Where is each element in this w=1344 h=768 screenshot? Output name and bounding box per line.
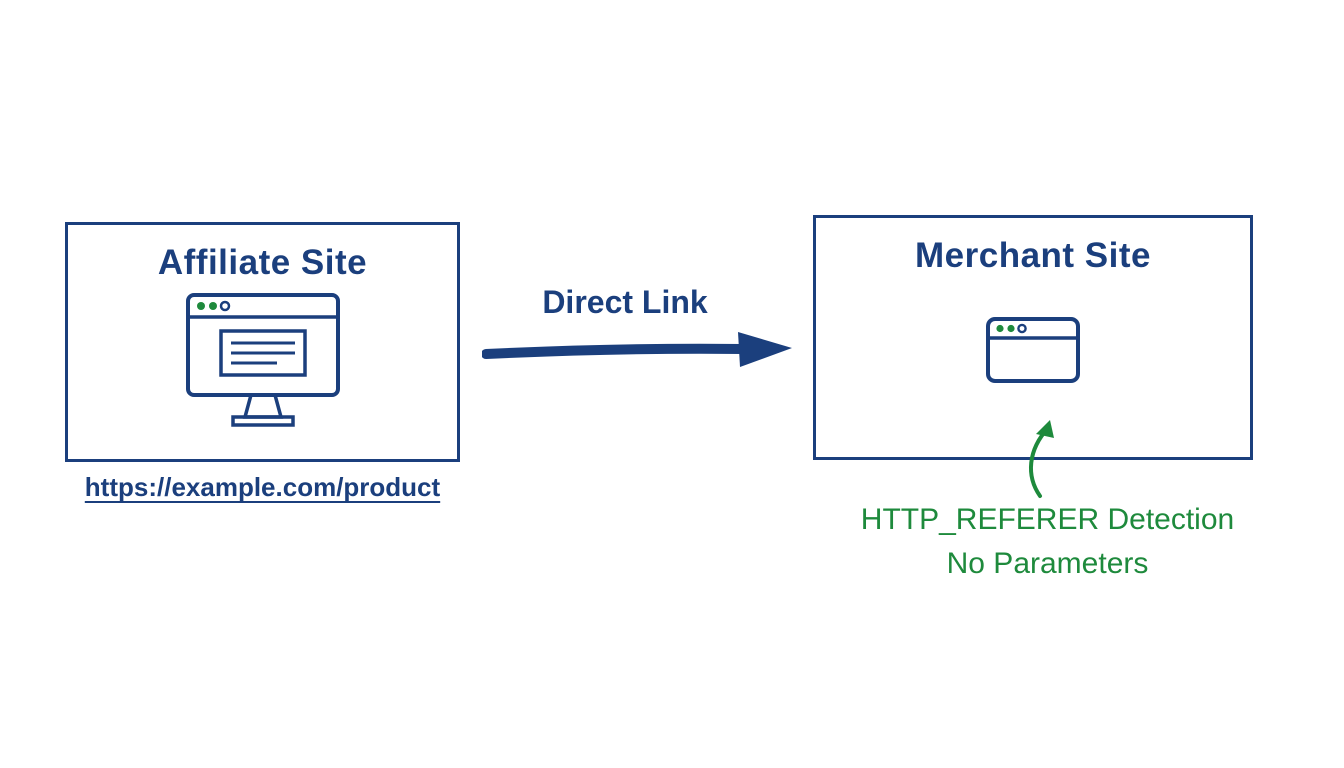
desktop-monitor-icon [179,291,347,431]
browser-window-icon [985,316,1081,384]
direct-link-label: Direct Link [542,284,708,320]
referer-detection-annotation: HTTP_REFERER Detection No Parameters [840,498,1255,587]
referer-pointer-arrow [1018,418,1078,500]
annotation-line-2: No Parameters [946,547,1149,581]
direct-link-arrow [482,326,797,378]
affiliate-site-title: Affiliate Site [157,243,368,282]
merchant-site-box: Merchant Site [813,215,1253,460]
affiliate-site-url: https://example.com/product [84,472,441,502]
merchant-site-title: Merchant Site [915,236,1151,275]
affiliate-site-box: Affiliate Site [65,222,460,462]
annotation-line-1: HTTP_REFERER Detection [860,503,1235,536]
